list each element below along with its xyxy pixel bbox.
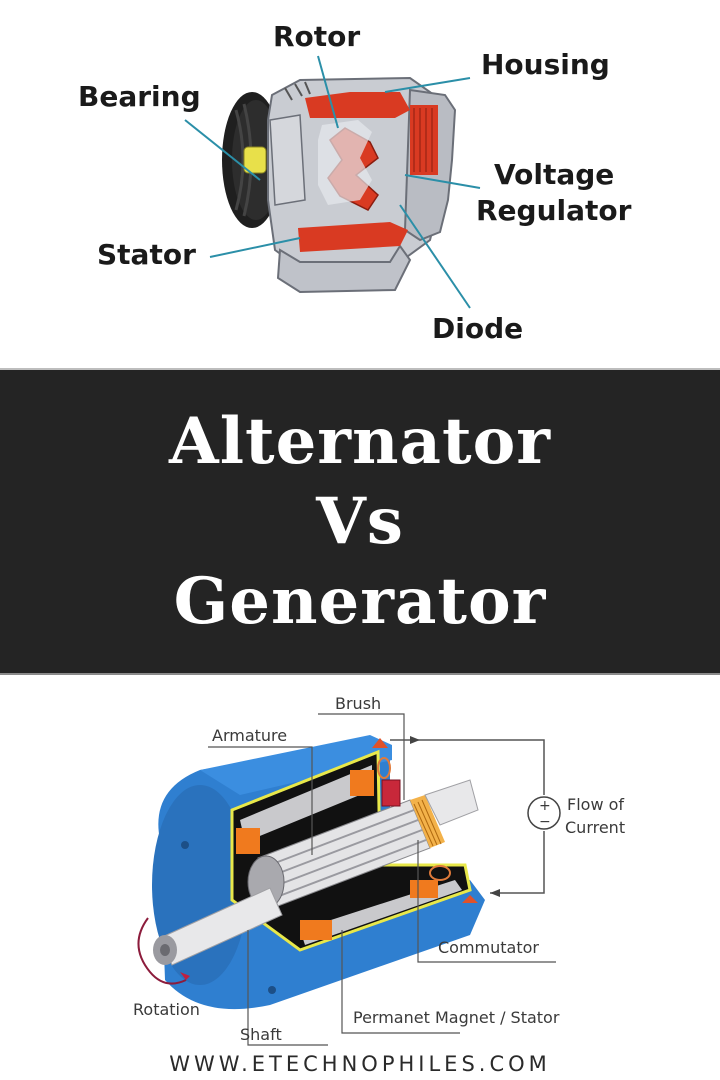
label-stator: Stator: [97, 238, 196, 271]
title-line-vs: Vs: [316, 483, 404, 559]
label-permanent-magnet-stator: Permanet Magnet / Stator: [353, 1008, 560, 1027]
title-line-generator: Generator: [173, 563, 547, 639]
title-line-alternator: Alternator: [169, 403, 551, 479]
label-bearing: Bearing: [78, 80, 201, 113]
label-diode: Diode: [432, 312, 524, 345]
label-brush: Brush: [335, 694, 382, 713]
title-banner: Alternator Vs Generator: [0, 368, 720, 675]
plus-symbol: +: [539, 798, 551, 814]
label-voltage-regulator-line1: Voltage: [494, 158, 615, 191]
label-shaft: Shaft: [240, 1025, 282, 1044]
label-flow-of-current-line2: Current: [565, 818, 626, 837]
generator-illustration: [137, 713, 561, 1046]
label-voltage-regulator-line2: Regulator: [476, 194, 632, 227]
generator-diagram: Brush Armature + − Flow of Current Commu…: [0, 675, 720, 1080]
alternator-diagram: Rotor Housing Bearing Voltage Regulator …: [0, 0, 720, 368]
label-commutator: Commutator: [438, 938, 539, 957]
label-rotation: Rotation: [133, 1000, 200, 1019]
minus-symbol: −: [539, 814, 551, 830]
label-armature: Armature: [212, 726, 288, 745]
alternator-illustration: [184, 55, 481, 309]
label-flow-of-current-line1: Flow of: [567, 795, 625, 814]
website-url: WWW.ETECHNOPHILES.COM: [169, 1052, 551, 1076]
label-housing: Housing: [481, 48, 610, 81]
label-rotor: Rotor: [273, 20, 361, 53]
